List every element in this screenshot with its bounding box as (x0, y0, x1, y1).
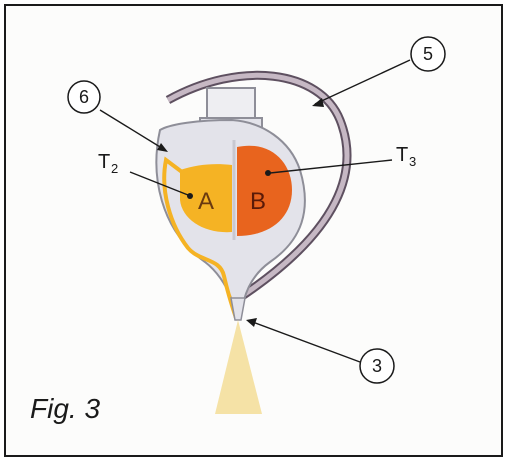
chamber-b-label: B (250, 188, 266, 215)
chamber-a-label: A (198, 188, 214, 215)
label-t3-sub: 3 (409, 154, 416, 169)
dot-t2 (187, 193, 193, 199)
figure-caption: Fig. 3 (30, 393, 101, 424)
leader-t3 (269, 159, 393, 174)
label-t3: T (396, 144, 408, 166)
leader-6 (99, 109, 166, 151)
nozzle-tip (230, 297, 246, 321)
callout-6: 6 (79, 87, 89, 107)
shield-arc-inner (166, 72, 350, 299)
leader-5 (314, 59, 411, 105)
callout-3: 3 (372, 356, 382, 376)
arrowhead-3 (246, 318, 257, 327)
chamber-a (180, 164, 232, 233)
callout-5: 5 (423, 44, 433, 64)
feed-line (162, 156, 238, 320)
arrowhead-5 (312, 98, 324, 107)
leader-3 (249, 320, 361, 363)
callout-circle-5 (410, 36, 446, 72)
callout-circle-6 (67, 80, 101, 114)
callout-circle-3 (359, 348, 395, 384)
dot-t3 (265, 170, 271, 176)
spray-cone (215, 320, 262, 414)
arrowhead-6 (157, 143, 168, 152)
label-t2: T (98, 151, 110, 173)
leader-t2 (129, 171, 189, 196)
label-t2-sub: 2 (111, 161, 118, 176)
chamber-b (237, 145, 292, 236)
